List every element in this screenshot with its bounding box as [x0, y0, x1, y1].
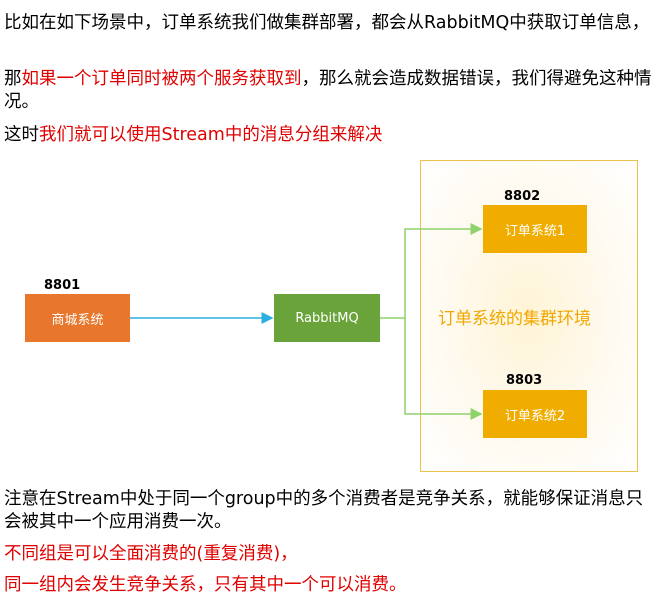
- consumer1-box: 订单系统1: [483, 205, 587, 253]
- broker-to-consumer2-arrow: [404, 318, 483, 420]
- consumer2-port: 8803: [506, 373, 543, 388]
- cluster-label: 订单系统的集群环境: [438, 309, 591, 329]
- same-group-text: 同一组内会发生竞争关系，只有其中一个可以消费。: [4, 575, 407, 595]
- producer-box: 商城系统: [25, 294, 130, 342]
- consumer2-label: 订单系统2: [504, 408, 566, 424]
- problem-paragraph: 那如果一个订单同时被两个服务获取到，那么就会造成数据错误，我们得避免这种情况。: [4, 68, 660, 114]
- problem-prefix: 那: [4, 69, 22, 89]
- problem-suffix: ，那么就会造成数据错误，我们得避免这种情况。: [4, 69, 652, 112]
- different-group-text: 不同组是可以全面消费的(重复消费)，: [4, 544, 298, 564]
- diagram-arrows: [130, 223, 483, 420]
- solution-paragraph: 这时我们就可以使用Stream中的消息分组来解决: [4, 124, 660, 147]
- producer-label: 商城系统: [51, 312, 104, 328]
- consumer2-box: 订单系统2: [483, 390, 587, 438]
- note-text: 注意在Stream中处于同一个group中的多个消费者是竞争关系，就能够保证消息…: [4, 489, 644, 532]
- solution-emphasis: 我们就可以使用Stream中的消息分组来解决: [39, 125, 383, 145]
- note-paragraph: 注意在Stream中处于同一个group中的多个消费者是竞争关系，就能够保证消息…: [4, 488, 660, 534]
- intro-text: 比如在如下场景中，订单系统我们做集群部署，都会从RabbitMQ中获取订单信息，: [4, 13, 650, 33]
- intro-paragraph: 比如在如下场景中，订单系统我们做集群部署，都会从RabbitMQ中获取订单信息，: [4, 12, 660, 35]
- consumer1-label: 订单系统1: [504, 223, 566, 239]
- group-diagram: 订单系统的集群环境 8801 商城系统 RabbitMQ 8802 订单系统1 …: [0, 152, 665, 482]
- problem-emphasis: 如果一个订单同时被两个服务获取到: [21, 69, 302, 89]
- consumer1-port: 8802: [504, 189, 541, 204]
- same-group-note: 同一组内会发生竞争关系，只有其中一个可以消费。: [4, 574, 660, 597]
- different-group-note: 不同组是可以全面消费的(重复消费)，: [4, 543, 660, 566]
- producer-port: 8801: [44, 278, 81, 293]
- broker-label: RabbitMQ: [295, 310, 359, 326]
- broker-box: RabbitMQ: [274, 294, 380, 342]
- broker-to-consumer1-arrow: [380, 223, 483, 319]
- solution-prefix: 这时: [4, 125, 39, 145]
